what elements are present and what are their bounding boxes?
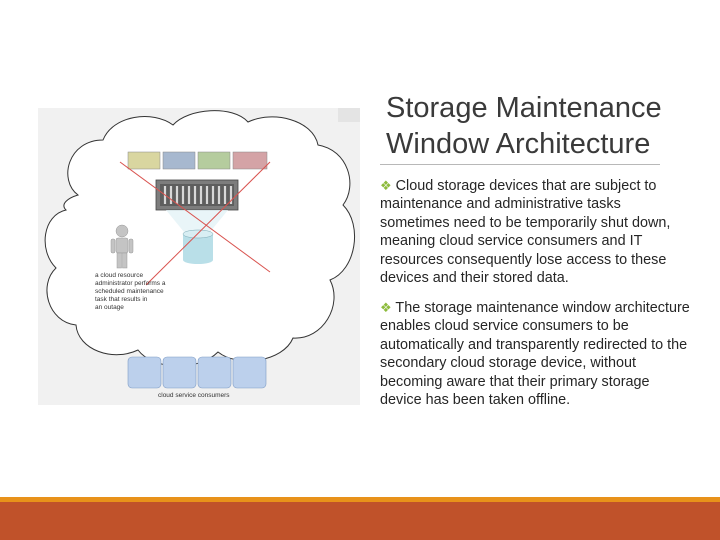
consumer-icon-3	[198, 357, 231, 388]
bullet-item-2: ❖ The storage maintenance window archite…	[380, 299, 690, 409]
bullet-text-2: The storage maintenance window architect…	[380, 300, 690, 408]
consumers-label: cloud service consumers	[158, 392, 230, 399]
architecture-diagram: a cloud resource administrator performs …	[38, 100, 360, 405]
consumer-icon-4	[233, 357, 266, 388]
resource-block-2	[163, 152, 195, 169]
slide-title: Storage Maintenance Window Architecture	[386, 90, 706, 162]
footer-bar	[0, 502, 720, 540]
admin-caption-line-3: scheduled maintenance	[95, 288, 164, 295]
title-divider	[380, 164, 660, 165]
resource-block-1	[128, 152, 160, 169]
admin-caption-line-2: administrator performs a	[95, 280, 166, 287]
title-line-2: Window Architecture	[386, 128, 650, 160]
admin-caption-line-4: task that results in	[95, 296, 148, 303]
diamond-bullet-icon: ❖	[380, 300, 392, 315]
diagram-corner-tab	[338, 108, 360, 122]
resource-block-4	[233, 152, 267, 169]
admin-caption-line-5: an outage	[95, 304, 124, 311]
resource-block-3	[198, 152, 230, 169]
bullet-text-1: Cloud storage devices that are subject t…	[380, 178, 670, 286]
consumer-icon-1	[128, 357, 161, 388]
bullet-item-1: ❖ Cloud storage devices that are subject…	[380, 177, 690, 287]
diamond-bullet-icon: ❖	[380, 178, 392, 193]
title-line-1: Storage Maintenance	[386, 92, 662, 124]
consumer-icon-2	[163, 357, 196, 388]
diagram-svg: a cloud resource administrator performs …	[38, 100, 360, 405]
storage-device-icon	[183, 230, 213, 264]
admin-caption-line-1: a cloud resource	[95, 272, 143, 279]
